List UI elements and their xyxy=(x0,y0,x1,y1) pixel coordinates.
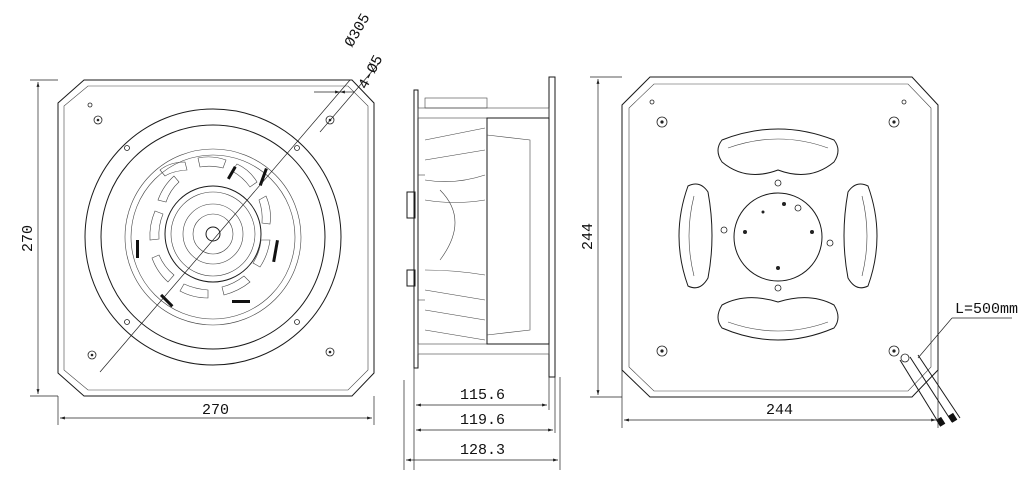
front-view: 270 270 Ø305 4-Ø5 xyxy=(20,11,387,425)
front-holes-leader xyxy=(319,61,381,133)
side-dim-1-label: 115.6 xyxy=(460,387,505,404)
back-cable-label: L=500mm xyxy=(955,301,1018,318)
back-mounting-holes xyxy=(649,99,907,357)
side-front-plate xyxy=(413,89,419,369)
back-openings xyxy=(678,128,878,341)
front-hub-3 xyxy=(182,203,244,265)
front-width-label: 270 xyxy=(202,402,229,419)
front-housing-inner xyxy=(63,85,369,391)
front-holes-label: 4-Ø5 xyxy=(355,53,387,93)
front-housing-outline xyxy=(57,79,375,397)
front-diameter-leader xyxy=(99,79,351,373)
front-diameter-label: Ø305 xyxy=(342,11,375,51)
side-dim-3-label: 128.3 xyxy=(460,442,505,459)
side-view: 115.6 119.6 128.3 xyxy=(403,76,561,470)
side-connector xyxy=(406,191,416,219)
front-hub-4 xyxy=(192,213,234,255)
front-outer-ring xyxy=(84,108,342,366)
front-hub-center xyxy=(205,226,221,242)
front-small-holes xyxy=(87,102,300,325)
side-motor-body xyxy=(486,117,550,345)
front-ring-2 xyxy=(100,124,326,350)
side-back-plate xyxy=(548,76,556,378)
front-hub-outer xyxy=(164,185,262,283)
front-impeller-blades xyxy=(149,156,271,299)
back-center-disc xyxy=(733,192,823,282)
side-impeller xyxy=(424,127,486,341)
front-ring-4 xyxy=(130,154,296,320)
front-hub-2 xyxy=(170,191,256,277)
back-plate-outline xyxy=(621,76,939,398)
back-plate-inner xyxy=(628,83,932,392)
front-ring-3 xyxy=(124,148,302,326)
front-height-label: 270 xyxy=(20,225,37,252)
back-width-label: 244 xyxy=(766,402,793,419)
front-blade-marks xyxy=(136,166,279,308)
back-view: 244 244 L=500mm xyxy=(580,76,1018,428)
side-dim-2-label: 119.6 xyxy=(460,412,505,429)
back-cable xyxy=(899,353,961,427)
back-center-holes xyxy=(720,179,834,292)
back-height-label: 244 xyxy=(580,223,597,250)
